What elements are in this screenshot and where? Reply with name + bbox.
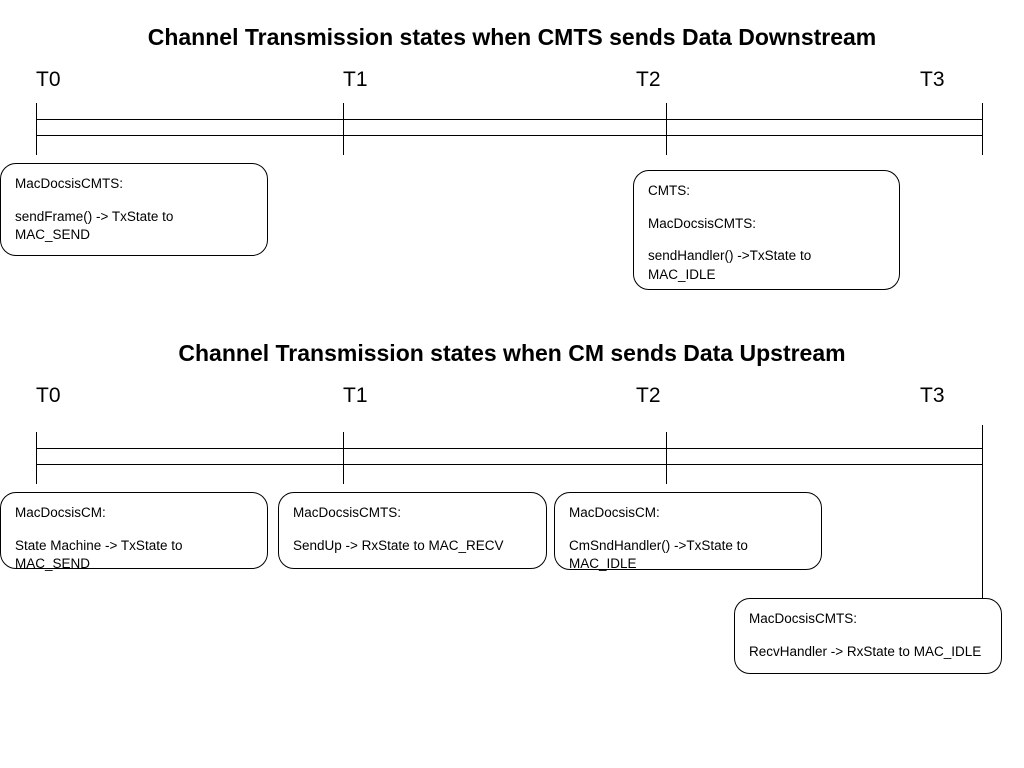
upstream-title: Channel Transmission states when CM send… — [178, 340, 846, 366]
box-description: sendHandler() ->TxState to MAC_IDLE — [648, 248, 812, 282]
upstream-event-box-t0: MacDocsisCM: State Machine -> TxState to… — [0, 492, 268, 571]
downstream-timeline-top-line — [36, 119, 983, 120]
box-heading: MacDocsisCMTS: — [15, 176, 124, 191]
upstream-event-box-t1: MacDocsisCMTS: SendUp -> RxState to MAC_… — [278, 492, 547, 569]
box-description: SendUp -> RxState to MAC_RECV — [293, 537, 504, 553]
downstream-timeline-bottom-line — [36, 135, 983, 136]
downstream-title: Channel Transmission states when CMTS se… — [147, 24, 877, 50]
downstream-event-box-t2: CMTS: MacDocsisCMTS: sendHandler() ->TxS… — [633, 170, 900, 290]
box-heading: MacDocsisCM: — [569, 505, 660, 520]
upstream-event-box-t3: MacDocsisCMTS: RecvHandler -> RxState to… — [734, 598, 1002, 674]
downstream-label-t1: T1 — [343, 68, 368, 91]
box-heading: CMTS: — [648, 183, 690, 198]
box-heading: MacDocsisCMTS: — [293, 505, 402, 520]
downstream-tick-t2 — [666, 103, 667, 155]
box-heading: MacDocsisCMTS: — [749, 611, 858, 626]
upstream-tick-t1 — [343, 432, 344, 484]
upstream-tick-t0 — [36, 432, 37, 484]
upstream-label-t0: T0 — [36, 384, 61, 407]
upstream-label-t2: T2 — [636, 384, 661, 407]
box-description: RecvHandler -> RxState to MAC_IDLE — [749, 643, 982, 659]
box-description: CmSndHandler() ->TxState to MAC_IDLE — [569, 537, 748, 572]
upstream-timeline-bottom-line — [36, 464, 983, 465]
box-subheading: MacDocsisCMTS: — [648, 215, 757, 231]
downstream-label-t0: T0 — [36, 68, 61, 91]
upstream-timeline-top-line — [36, 448, 983, 449]
downstream-tick-t3 — [982, 103, 983, 155]
downstream-event-box-t0: MacDocsisCMTS: sendFrame() -> TxState to… — [0, 163, 268, 256]
downstream-tick-t0 — [36, 103, 37, 155]
downstream-tick-t1 — [343, 103, 344, 155]
upstream-event-box-t2: MacDocsisCM: CmSndHandler() ->TxState to… — [554, 492, 822, 571]
upstream-label-t1: T1 — [343, 384, 368, 407]
upstream-tick-t2 — [666, 432, 667, 484]
downstream-label-t3: T3 — [920, 68, 945, 91]
upstream-label-t3: T3 — [920, 384, 945, 407]
box-heading: MacDocsisCM: — [15, 505, 106, 520]
box-description: State Machine -> TxState to MAC_SEND — [15, 537, 183, 572]
upstream-tick-t3-connector — [982, 425, 983, 599]
box-description: sendFrame() -> TxState to MAC_SEND — [15, 208, 174, 243]
downstream-label-t2: T2 — [636, 68, 661, 91]
